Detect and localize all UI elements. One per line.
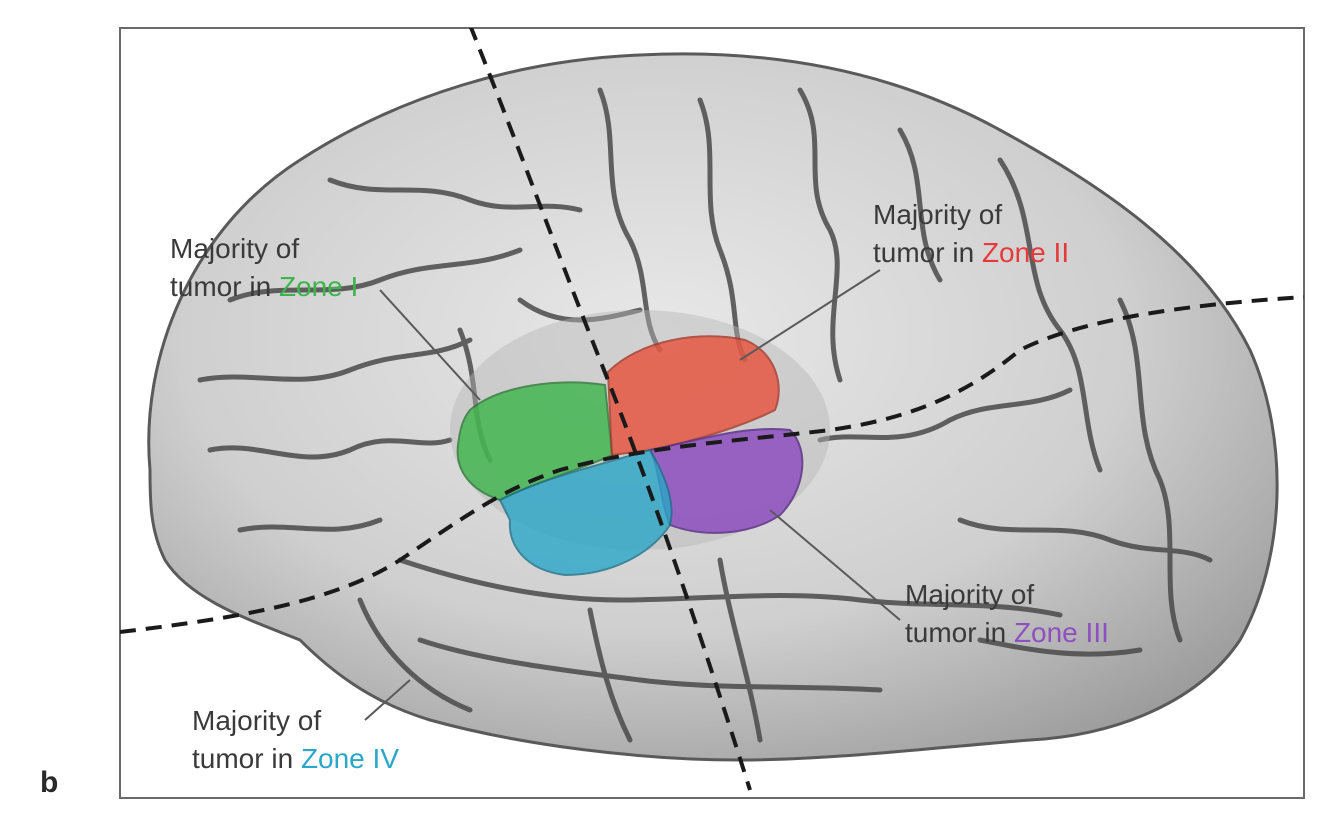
label-zone-4: Majority of tumor in Zone IV [192,705,399,774]
divider-vertical [469,28,752,791]
zone-1-name: Zone I [279,271,358,302]
sulci-lines [197,87,1213,743]
divider-horizontal [120,295,1304,634]
tumor-zone-2 [606,335,780,457]
svg-text:tumor in Zone III: tumor in Zone III [905,617,1109,648]
zone-4-name: Zone IV [301,743,399,774]
svg-text:Majority of: Majority of [873,199,1002,230]
svg-text:Majority of: Majority of [170,233,299,264]
panel-letter: b [40,766,58,799]
svg-text:tumor in Zone I: tumor in Zone I [170,271,358,302]
label-zone-1: Majority of tumor in Zone I [170,233,358,302]
zone-3-name: Zone III [1014,617,1109,648]
zone-2-name: Zone II [982,237,1069,268]
svg-text:Majority of: Majority of [192,705,321,736]
svg-text:tumor in Zone IV: tumor in Zone IV [192,743,399,774]
label-zone-3: Majority of tumor in Zone III [905,579,1109,648]
leader-lines [364,269,901,721]
svg-text:tumor in Zone II: tumor in Zone II [873,237,1069,268]
tumor-zone-4 [498,448,673,577]
label-zone-2: Majority of tumor in Zone II [873,199,1069,268]
svg-text:Majority of: Majority of [905,579,1034,610]
